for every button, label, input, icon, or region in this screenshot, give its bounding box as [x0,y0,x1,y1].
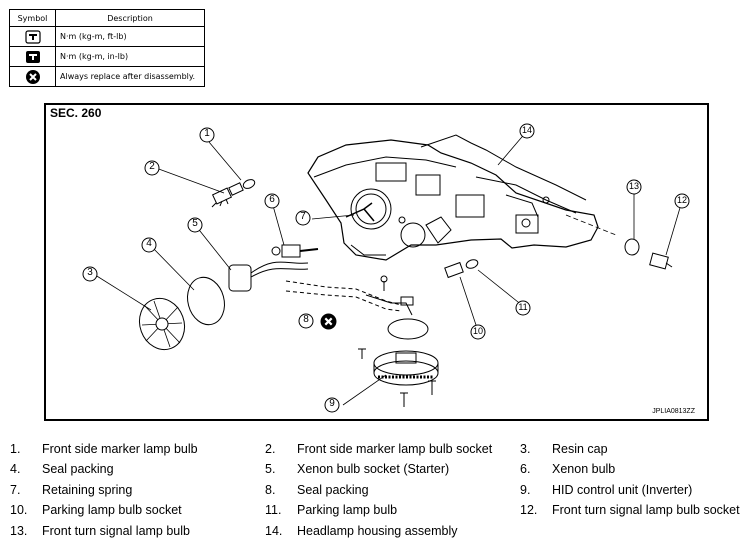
callout-5: 5 [187,217,203,238]
callout-12: 12 [674,193,690,214]
symbol-legend-table: Symbol Description N·m (kg-m, ft-lb) N·m… [9,9,205,87]
callout-1: 1 [199,127,215,148]
screws-drawing [358,348,436,407]
side-marker-socket-drawing [211,187,233,208]
legend-row: Always replace after disassembly. [9,66,205,87]
legend-header-row: Symbol Description [9,9,205,27]
hid-control-unit-drawing [373,350,439,386]
replace-part-icon [320,313,337,330]
callout-9: 9 [324,397,340,418]
callout-11: 11 [515,300,531,321]
callout-10: 10 [470,324,486,345]
side-marker-bulb-drawing [228,179,256,196]
callout-13: 13 [626,179,642,200]
resin-cap-drawing [138,297,186,351]
callout-7: 7 [295,210,311,231]
harness-drawing [365,275,414,316]
legend-row: N·m (kg-m, ft-lb) [9,26,205,47]
parking-lamp-drawing [444,259,479,279]
legend-description: N·m (kg-m, in-lb) [55,46,205,67]
section-label: SEC. 260 [50,106,102,120]
headlamp-exploded-view [91,130,683,407]
callout-6: 6 [264,193,280,214]
torque-wrench-icon [24,29,41,44]
callout-3: 3 [82,266,98,287]
headlamp-housing-drawing [307,134,599,261]
legend-row: N·m (kg-m, in-lb) [9,46,205,67]
figure-id: JPLIA0813ZZ [652,408,695,415]
replace-part-icon [25,69,40,84]
exploded-view-diagram: SEC. 260 [44,103,709,421]
legend-description: N·m (kg-m, ft-lb) [55,26,205,47]
torque-wrench-small-icon [25,50,40,63]
xenon-bulb-drawing [271,244,319,258]
turn-signal-drawing [624,238,673,270]
callout-14: 14 [519,123,535,144]
callout-4: 4 [141,237,157,258]
legend-description: Always replace after disassembly. [55,66,205,87]
retaining-spring-drawing [345,202,375,222]
legend-header-symbol: Symbol [9,9,56,27]
callout-8: 8 [298,313,314,334]
legend-header-description: Description [55,9,205,27]
leader-lines [91,130,683,406]
callout-2: 2 [144,160,160,181]
seal-packing-drawing [187,276,225,326]
xenon-socket-drawing [228,261,402,312]
seal-packing-8-drawing [387,318,429,340]
